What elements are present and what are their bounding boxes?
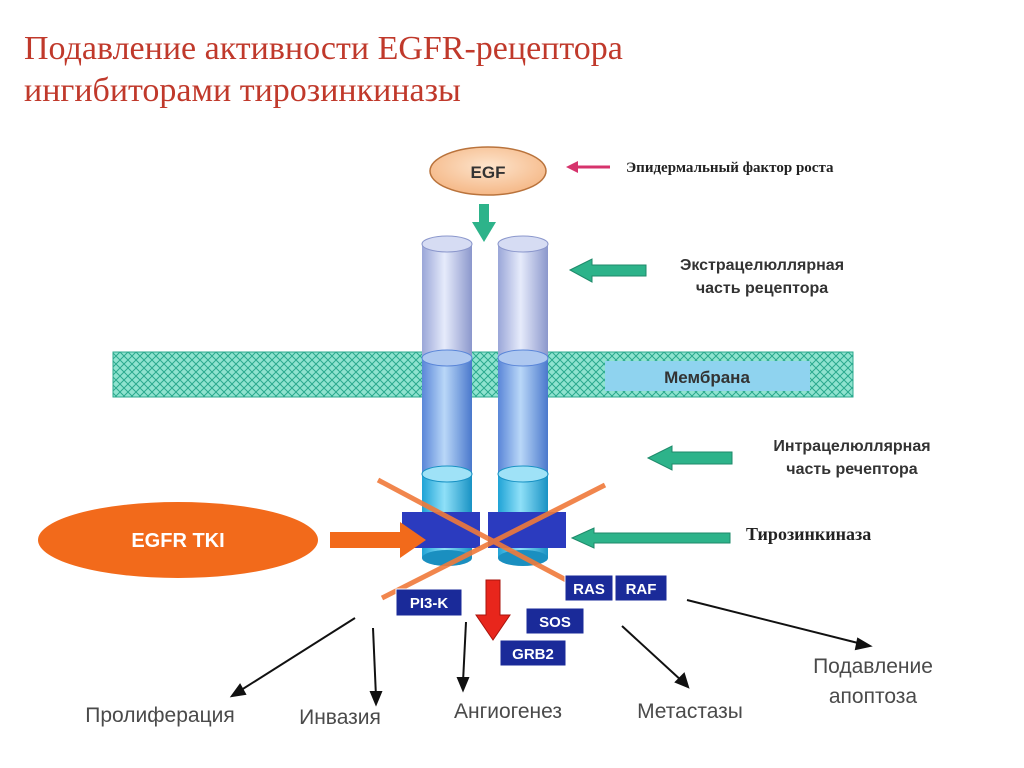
tki-arrow (330, 522, 426, 558)
membrane-label: Мембрана (664, 368, 750, 387)
intracellular-label-2: часть речептора (786, 461, 918, 478)
ras-box: RAS (564, 574, 614, 602)
grb2-box: GRB2 (499, 639, 567, 667)
egf-ligand (429, 146, 547, 196)
outcome-angiogenesis: Ангиогенез (454, 700, 562, 723)
tyrosine-kinase-arrow (570, 527, 731, 549)
title-line-1: Подавление активности EGFR-рецептора (24, 30, 623, 67)
membrane-label-box (605, 361, 810, 391)
intracellular-arrow (646, 445, 733, 471)
title-line-2: ингибиторами тирозинкиназы (24, 72, 461, 109)
svg-text:SOS: SOS (539, 614, 571, 631)
svg-text:GRB2: GRB2 (512, 646, 554, 663)
egfr-tki-ellipse (38, 502, 318, 578)
pi3k-box: PI3-K (395, 588, 463, 617)
svg-text:RAS: RAS (573, 581, 605, 598)
kinase-block-right (488, 512, 566, 548)
egf-label: EGF (471, 163, 506, 182)
outcome-apoptosis-1: Подавление (813, 655, 933, 678)
outcome-metastases: Метастазы (637, 700, 743, 723)
egf-binding-arrow (472, 204, 496, 242)
svg-text:RAF: RAF (626, 581, 657, 598)
slide-title: Подавление активности EGFR-рецептора инг… (24, 28, 623, 112)
outcome-apoptosis-2: апоптоза (829, 685, 918, 708)
extracellular-arrow (568, 258, 647, 283)
egf-description: Эпидермальный фактор роста (626, 160, 834, 176)
outcome-arrows (229, 599, 873, 707)
inhibition-cross (376, 477, 607, 601)
egfr-tki-label: EGFR TKI (131, 530, 224, 552)
egf-pointer-arrow (566, 161, 610, 173)
outcome-invasion: Инвазия (299, 706, 381, 729)
sos-box: SOS (525, 607, 585, 635)
extracellular-label-1: Экстрацелюллярная (680, 257, 844, 274)
extracellular-label-2: часть рецептора (696, 280, 828, 297)
raf-box: RAF (614, 574, 668, 602)
blocked-signal-arrow (475, 579, 511, 641)
outcome-proliferation: Пролиферация (85, 704, 234, 727)
tyrosine-kinase-label: Тирозинкиназа (746, 524, 871, 544)
intracellular-label-1: Интрацелюллярная (773, 438, 930, 455)
svg-text:PI3-K: PI3-K (410, 595, 449, 612)
